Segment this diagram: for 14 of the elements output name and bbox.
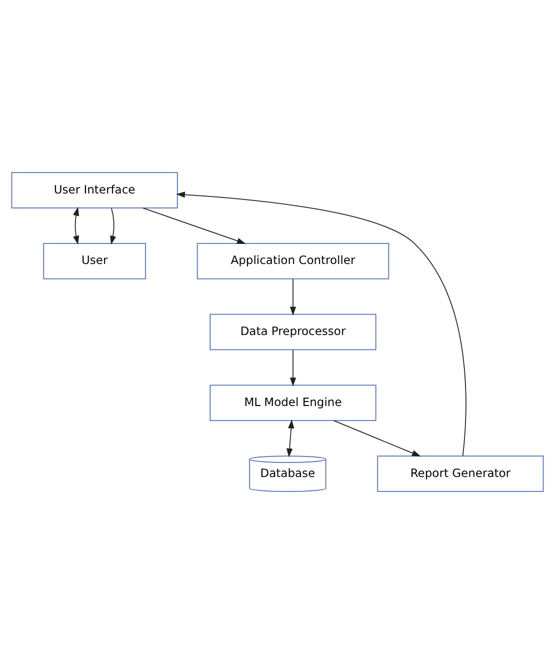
arrow [142,208,246,244]
node-box: Data Preprocessor [210,314,376,350]
node-box: ML Model Engine [210,384,376,422]
node-box: User [43,242,146,280]
arrow [290,350,296,386]
node-box: Application Controller [196,242,390,280]
arrow [334,420,421,457]
arrow [110,208,116,245]
node-box: Report Generator [377,456,544,492]
arrow [286,420,294,458]
arrow [73,206,80,245]
arrow [290,278,296,316]
arrow [176,192,466,456]
node-box: User Interface [11,172,178,208]
